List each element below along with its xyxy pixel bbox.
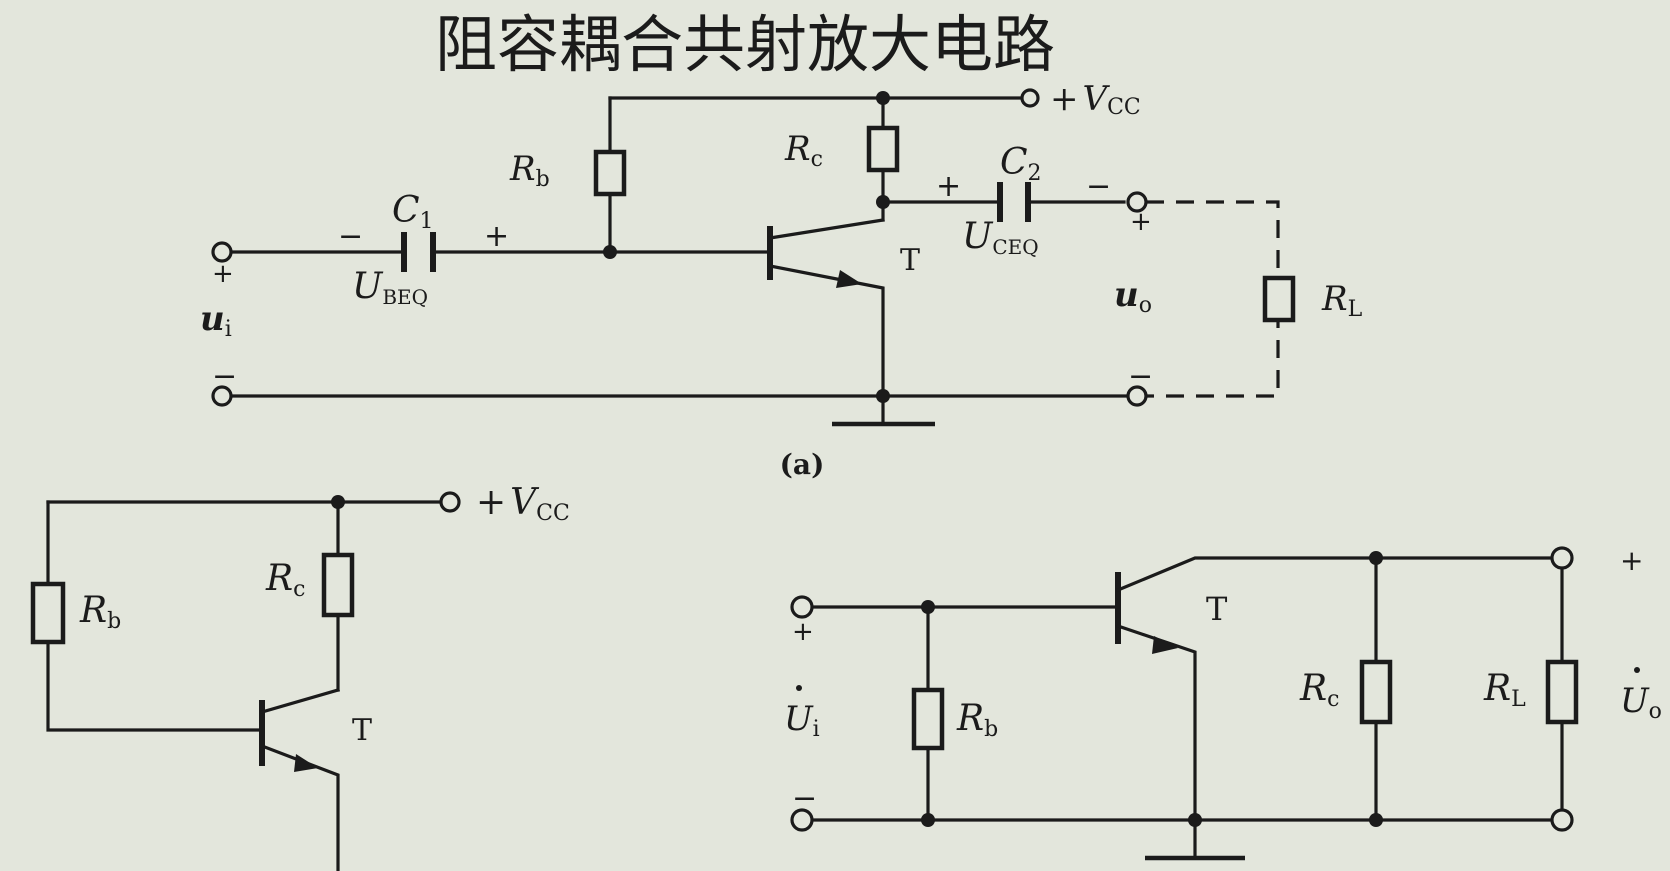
transistor-b-emitter: [259, 743, 340, 871]
transistor-b-label: T: [352, 713, 372, 748]
output-plus-c: +: [1620, 544, 1643, 577]
transistor-c-label: T: [1206, 590, 1228, 628]
rl-label-a: RL: [1321, 279, 1363, 322]
diagram-a: +VCC Rb Rc C1 UBEQ C2 UCEQ T ui uo RL + …: [200, 79, 1363, 481]
rb-label-c: Rb: [956, 698, 998, 742]
output-terminal-top: [1126, 191, 1148, 213]
rl-label-c: RL: [1483, 668, 1526, 712]
node-ground-a: [876, 389, 890, 403]
rl-resistor-dashed: [1262, 275, 1296, 323]
uo-label: uo: [1114, 275, 1152, 318]
input-terminal-bottom-c: [790, 808, 814, 832]
emitter-arrow-b: [294, 754, 318, 772]
rl-resistor-c: [1545, 659, 1579, 725]
c1-label: C1: [392, 190, 434, 234]
vcc-terminal-a: [1020, 88, 1040, 108]
node-rb-top-c: [921, 600, 935, 614]
rb-label-a: Rb: [509, 149, 550, 192]
vcc-label-b: +VCC: [476, 482, 570, 526]
ui-phasor-label: Ui: [784, 699, 820, 742]
slide-title: 阻容耦合共射放大电路: [435, 8, 1055, 81]
vcc-terminal-b: [439, 491, 461, 513]
emitter-arrow-c: [1152, 636, 1178, 654]
transistor-a-collector: [768, 218, 885, 240]
transistor-b-collector: [260, 688, 340, 714]
uo-dot-accent: [1634, 667, 1640, 673]
node-rb-bottom-c: [921, 813, 935, 827]
input-terminal-top: [211, 241, 233, 263]
ui-dot-accent: [796, 685, 802, 691]
input-terminal-top-c: [790, 595, 814, 619]
c2-plus: +: [936, 169, 961, 204]
ui-label: ui: [200, 299, 232, 342]
transistor-a-label: T: [900, 243, 920, 278]
rc-label-c: Rc: [1299, 668, 1339, 712]
node-collector: [876, 195, 890, 209]
input-minus-c: −: [792, 781, 817, 816]
input-minus-a: −: [212, 359, 237, 394]
rc-resistor-c: [1359, 659, 1393, 725]
transistor-c-collector: [1115, 556, 1555, 593]
c2-label: C2: [1000, 142, 1042, 186]
transistor-c-emitter: [1115, 623, 1197, 822]
rb-label-b: Rb: [79, 590, 121, 634]
vcc-label-a: +VCC: [1050, 79, 1141, 120]
transistor-a-emitter: [768, 264, 885, 400]
rc-label-b: Rc: [265, 558, 305, 602]
uo-phasor-label: Uo: [1620, 681, 1662, 724]
figure-a-caption: (a): [780, 448, 825, 481]
rc-label-a: Rc: [784, 129, 823, 172]
load-dashed-wire: [1146, 200, 1280, 398]
output-plus-a: +: [1130, 207, 1152, 237]
rb-loop-b: [46, 500, 264, 732]
input-plus-c: +: [792, 617, 814, 647]
rb-resistor-c: [911, 687, 945, 751]
rc-resistor-b: [321, 552, 355, 618]
rc-resistor: [866, 125, 900, 173]
rb-resistor: [593, 149, 627, 197]
node-base: [603, 245, 617, 259]
node-rc-bottom-c: [1369, 813, 1383, 827]
c2-minus: −: [1086, 169, 1111, 204]
diagram-c: Rb Rc RL T Ui Uo + − +: [784, 544, 1662, 861]
diagram-b: +VCC Rb Rc T: [30, 482, 570, 871]
output-minus-a: −: [1128, 359, 1153, 394]
input-plus-a: +: [212, 259, 234, 289]
node-rc-top-c: [1369, 551, 1383, 565]
c1-minus: −: [338, 219, 363, 254]
node-emitter-c: [1188, 813, 1202, 827]
input-terminal-bottom: [211, 385, 233, 407]
rb-resistor-b: [30, 581, 66, 645]
ubeq-label: UBEQ: [352, 266, 428, 309]
uceq-label: UCEQ: [962, 216, 1039, 259]
node-vcc-b: [331, 495, 345, 509]
output-terminal-top-c: [1550, 546, 1574, 570]
output-terminal-bottom-c: [1550, 808, 1574, 832]
c1-plus: +: [484, 219, 509, 254]
emitter-arrow-a: [836, 270, 862, 288]
output-terminal-bottom: [1126, 385, 1148, 407]
node-vcc-rc: [876, 91, 890, 105]
